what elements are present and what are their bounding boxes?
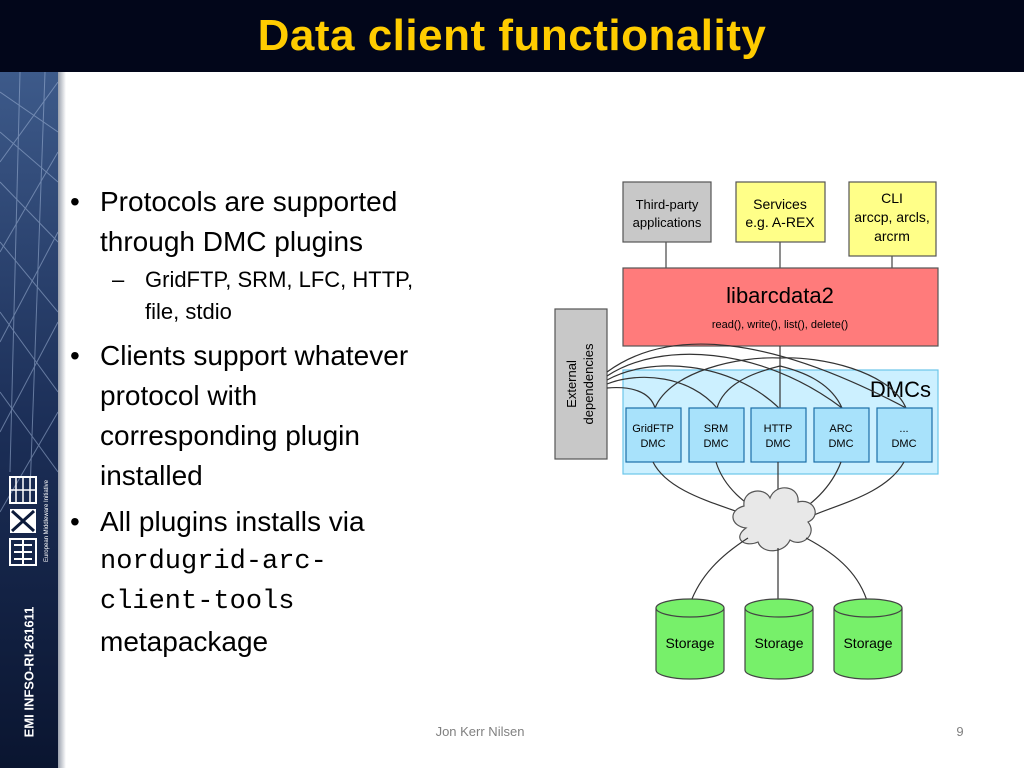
- svg-text:read(), write(), list(), delet: read(), write(), list(), delete(): [712, 319, 848, 331]
- svg-text:DMC: DMC: [640, 438, 665, 450]
- bullet-dot-icon: •: [70, 506, 80, 537]
- svg-text:Storage: Storage: [843, 635, 892, 651]
- svg-text:...: ...: [899, 423, 908, 435]
- dash-icon: –: [112, 267, 125, 292]
- svg-text:Storage: Storage: [665, 635, 714, 651]
- more-dmc-box: ... DMC: [876, 407, 933, 463]
- svg-text:ARC: ARC: [829, 423, 852, 435]
- svg-text:arccp, arcls,: arccp, arcls,: [854, 209, 929, 225]
- srm-dmc-box: SRM DMC: [688, 407, 745, 463]
- svg-text:arcrm: arcrm: [874, 228, 910, 244]
- page-number: 9: [956, 724, 964, 739]
- bullet-dot-icon: •: [70, 340, 80, 371]
- bullet-clients: • Clients support whatever protocol with…: [70, 336, 510, 496]
- bullet-dot-icon: •: [70, 186, 80, 217]
- footer-author: Jon Kerr Nilsen: [435, 724, 525, 739]
- package-name-line1: nordugrid-arc-: [100, 547, 327, 577]
- architecture-diagram: Third-party applications Services e.g. A…: [550, 176, 950, 686]
- external-dependencies-box: External dependencies: [554, 308, 608, 460]
- cli-box: CLI arccp, arcls, arcrm: [848, 181, 937, 257]
- sub-bullet-protocol-list: – GridFTP, SRM, LFC, HTTP, file, stdio: [70, 264, 510, 328]
- bullet-protocols: • Protocols are supported through DMC pl…: [70, 182, 510, 262]
- svg-text:European Middleware Initiative: European Middleware Initiative: [44, 479, 50, 562]
- svg-text:SRM: SRM: [704, 423, 728, 435]
- svg-text:Services: Services: [753, 196, 807, 212]
- third-party-applications-box: Third-party applications: [622, 181, 712, 243]
- svg-text:libarcdata2: libarcdata2: [726, 283, 834, 308]
- storage-cylinder-1: Storage: [655, 598, 725, 680]
- sidebar-shadow: [58, 72, 66, 768]
- libarcdata2-box: libarcdata2 read(), write(), list(), del…: [622, 267, 939, 347]
- svg-text:External: External: [564, 360, 579, 408]
- svg-text:DMC: DMC: [828, 438, 853, 450]
- arc-dmc-box: ARC DMC: [813, 407, 870, 463]
- package-name-line2: client-tools: [100, 587, 295, 617]
- svg-text:DMC: DMC: [891, 438, 916, 450]
- svg-text:HTTP: HTTP: [764, 423, 793, 435]
- svg-text:dependencies: dependencies: [581, 343, 596, 424]
- services-box: Services e.g. A-REX: [735, 181, 826, 243]
- storage-cylinder-2: Storage: [744, 598, 814, 680]
- gridftp-dmc-box: GridFTP DMC: [625, 407, 682, 463]
- svg-text:DMC: DMC: [765, 438, 790, 450]
- network-cloud-icon: [732, 487, 816, 552]
- bullet-list: • Protocols are supported through DMC pl…: [70, 182, 510, 662]
- decorative-sidebar: [0, 72, 58, 768]
- svg-text:applications: applications: [633, 215, 702, 230]
- emi-logo: European Middleware Initiative: [4, 475, 54, 570]
- slide-title: Data client functionality: [257, 11, 767, 60]
- svg-text:e.g. A-REX: e.g. A-REX: [745, 214, 815, 230]
- svg-text:CLI: CLI: [881, 190, 903, 206]
- sidebar-project-code: EMI INFSO-RI-261611: [21, 606, 37, 738]
- storage-cylinder-3: Storage: [833, 598, 903, 680]
- svg-text:DMC: DMC: [703, 438, 728, 450]
- svg-text:Storage: Storage: [754, 635, 803, 651]
- http-dmc-box: HTTP DMC: [750, 407, 807, 463]
- svg-text:GridFTP: GridFTP: [632, 423, 674, 435]
- sidebar-grid-graphic: [0, 72, 58, 768]
- svg-text:Third-party: Third-party: [636, 197, 699, 212]
- bullet-plugins-install: • All plugins installs via nordugrid-arc…: [70, 502, 510, 662]
- header-bar: [0, 0, 1024, 72]
